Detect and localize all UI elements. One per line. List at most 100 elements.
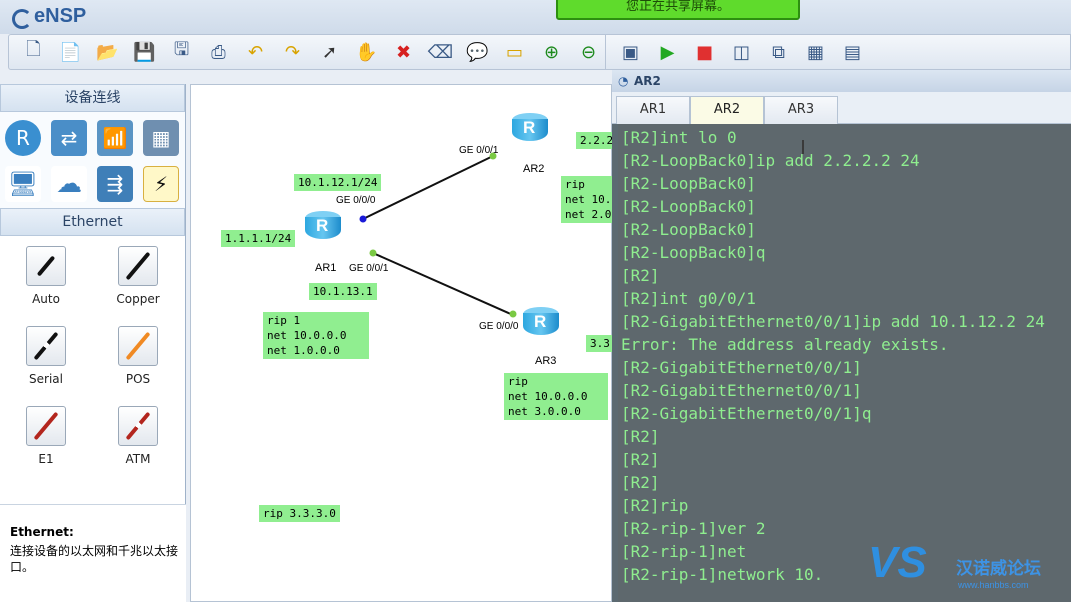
note-ar2-rip[interactable]: rip net 10.0.0.0 net 2.0.0.0 (561, 176, 615, 223)
capture-icon[interactable]: ◫ (732, 41, 750, 63)
router-name: AR2 (523, 163, 545, 175)
info-title: Ethernet: (10, 525, 74, 539)
auto-cable-icon (26, 246, 66, 286)
link-ar1-ar2[interactable] (362, 155, 494, 220)
open-icon[interactable]: 📂 (96, 41, 119, 63)
note-ar2-loopback[interactable]: 2.2.2.2 (576, 132, 626, 149)
router-category[interactable]: R (0, 116, 46, 160)
watermark-logo: VS (868, 538, 927, 587)
ethernet-title: Ethernet (0, 208, 185, 236)
router-name: AR3 (535, 355, 557, 367)
terminal-line: [R2-GigabitEthernet0/0/1]q (621, 404, 872, 423)
pc-icon: 🖥 (5, 166, 41, 202)
terminal-line: [R2-rip-1]net (621, 542, 747, 561)
app-title: eNSP (34, 5, 87, 27)
terminal-window: ◔ AR2 AR1 AR2 AR3 [R2]int lo 0 [R2-LoopBa… (612, 70, 1071, 602)
terminal-line: [R2]rip (621, 496, 689, 515)
wireless-category[interactable]: 📶 (92, 116, 138, 160)
redo-icon[interactable]: ↷ (284, 41, 301, 63)
e1-cable-icon (26, 406, 66, 446)
device-panel: 设备连线 R ⇄ 📶 ▦ 🖥 ☁ ⇶ ⚡ Ethernet Auto Coppe… (0, 84, 186, 602)
cable-auto[interactable]: Auto (0, 242, 92, 322)
note-ar3-loopback[interactable]: 3.3.3.3 (586, 335, 616, 352)
terminal-tabs: AR1 AR2 AR3 (612, 92, 1071, 125)
rectangle-icon[interactable]: ▭ (505, 41, 523, 63)
save-icon[interactable]: 💾 (133, 41, 156, 63)
firewall-category[interactable]: ▦ (138, 116, 184, 160)
switch-icon: ⇄ (51, 120, 87, 156)
router-name: AR1 (315, 262, 337, 274)
note-ar1-link-ip[interactable]: 10.1.12.1/24 (294, 174, 382, 191)
secondary-toolbar: ▣ ▶ ■ ◫ ⧉ ▦ ▤ (605, 34, 1071, 70)
hand-icon[interactable]: ✋ (355, 41, 378, 63)
grid-icon[interactable]: ▦ (806, 41, 824, 63)
device-grid: R ⇄ 📶 ▦ 🖥 ☁ ⇶ ⚡ (0, 112, 185, 208)
switch-category[interactable]: ⇄ (46, 116, 92, 160)
zoom-out-icon[interactable]: ⊖ (580, 41, 597, 63)
zoom-reset-icon[interactable]: ▣ (621, 41, 639, 63)
cable-atm[interactable]: ATM (92, 402, 184, 482)
cable-info: Ethernet: 连接设备的以太网和千兆以太接口。 (0, 504, 186, 602)
note-ar1-rip[interactable]: rip 1 net 10.0.0.0 net 1.0.0.0 (263, 312, 369, 359)
cable-pos[interactable]: POS (92, 322, 184, 402)
cable-list: Auto Copper Serial POS E1 ATM (0, 236, 185, 482)
cable-e1[interactable]: E1 (0, 402, 92, 482)
delete-link-icon[interactable]: ⌫ (427, 41, 454, 63)
firewall-icon: ▦ (143, 120, 179, 156)
app-logo: eNSP (10, 5, 87, 29)
pos-cable-icon (118, 326, 158, 366)
tab-ar1[interactable]: AR1 (616, 96, 690, 124)
terminal-line: [R2]int lo 0 (621, 128, 737, 147)
terminal-line: [R2] (621, 266, 660, 285)
tab-ar2[interactable]: AR2 (690, 96, 764, 125)
other-category[interactable]: ⇶ (92, 162, 138, 206)
topology-icon[interactable]: ⧉ (772, 41, 785, 63)
cable-copper[interactable]: Copper (92, 242, 184, 322)
title-bar: eNSP 您正在共享屏幕。 (0, 0, 1071, 34)
select-icon[interactable]: ➚ (321, 41, 338, 63)
link-ar1-ar3[interactable] (372, 252, 514, 316)
router-ar2[interactable]: R (512, 113, 548, 143)
print-icon[interactable]: ⎙ (211, 41, 226, 63)
save-as-icon[interactable]: 🖫 (173, 39, 190, 60)
terminal-output[interactable]: [R2]int lo 0[R2-LoopBack0]ip add 2.2.2.2… (618, 124, 1071, 602)
port-dot (509, 310, 517, 318)
terminal-title: AR2 (634, 74, 661, 88)
watermark-text: 汉诺威论坛 (956, 559, 1041, 579)
new-topology-icon[interactable]: 🗋 (26, 39, 41, 60)
info-description: 连接设备的以太网和千兆以太接口。 (10, 544, 179, 574)
cable-category[interactable]: ⚡ (138, 162, 184, 206)
main-toolbar: 🗋 📄 📂 💾 🖫 ⎙ ↶ ↷ ➚ ✋ ✖ ⌫ 💬 ▭ ⊕ ⊖ (8, 34, 612, 70)
stop-icon[interactable]: ■ (695, 41, 713, 63)
cable-serial[interactable]: Serial (0, 322, 92, 402)
terminal-line: [R2-GigabitEthernet0/0/1] (621, 381, 862, 400)
delete-icon[interactable]: ✖ (395, 41, 412, 63)
text-icon[interactable]: 💬 (466, 41, 489, 63)
terminal-line: [R2] (621, 473, 660, 492)
router-ar1[interactable]: R (305, 211, 341, 241)
new-example-icon[interactable]: 📄 (59, 41, 82, 63)
screenshot-icon[interactable]: ▤ (843, 41, 861, 63)
terminal-titlebar: ◔ AR2 (612, 70, 1071, 92)
watermark: VS 汉诺威论坛 www.hanbbs.com (868, 538, 1068, 598)
cable-category-icon: ⚡ (143, 166, 179, 202)
terminal-line: [R2-LoopBack0] (621, 220, 756, 239)
router-ar3[interactable]: R (523, 307, 559, 337)
start-icon[interactable]: ▶ (660, 41, 675, 63)
terminal-line: [R2-GigabitEthernet0/0/1] (621, 358, 862, 377)
tab-ar3[interactable]: AR3 (764, 96, 838, 124)
cloud-category[interactable]: ☁ (46, 162, 92, 206)
topology-canvas[interactable]: R AR1 R AR2 R AR3 GE 0/0/1 GE 0/0/0 GE 0… (190, 84, 626, 602)
note-ar3-rip[interactable]: rip net 10.0.0.0 net 3.0.0.0 (504, 373, 608, 420)
router-icon: R (5, 120, 41, 156)
screen-share-notice: 您正在共享屏幕。 (556, 0, 800, 20)
mouse-cursor (802, 140, 804, 154)
zoom-in-icon[interactable]: ⊕ (543, 41, 560, 63)
undo-icon[interactable]: ↶ (247, 41, 264, 63)
port-label: GE 0/0/1 (349, 263, 389, 274)
note-ar1-link2-ip[interactable]: 10.1.13.1 (309, 283, 377, 300)
note-misc[interactable]: rip 3.3.3.0 (259, 505, 340, 522)
note-ar1-loopback[interactable]: 1.1.1.1/24 (221, 230, 296, 247)
pc-category[interactable]: 🖥 (0, 162, 46, 206)
terminal-line: [R2-GigabitEthernet0/0/1]ip add 10.1.12.… (621, 312, 1045, 331)
